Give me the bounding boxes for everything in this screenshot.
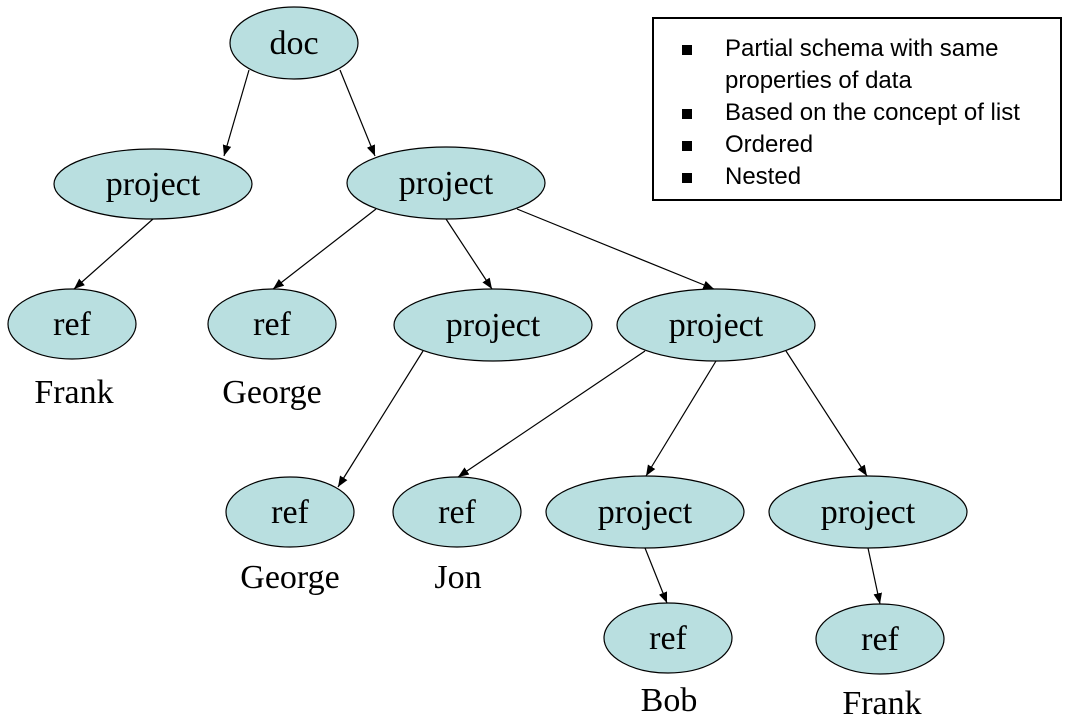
- edge-arrow: [73, 218, 154, 290]
- tree-node-project: project: [616, 288, 816, 362]
- tree-node-ref: ref: [207, 288, 337, 360]
- leaf-value-label: Frank: [34, 374, 113, 411]
- edge-arrow: [867, 547, 882, 605]
- node-ellipse: [603, 602, 733, 674]
- leaf-value-label: George: [240, 559, 339, 596]
- edge-arrow: [644, 547, 668, 604]
- edge-arrow: [457, 350, 646, 478]
- tree-node-project: project: [393, 288, 593, 362]
- legend-item-text: Ordered: [725, 131, 814, 158]
- square-bullet-icon: [682, 141, 692, 151]
- node-label: doc: [269, 25, 318, 62]
- node-label: project: [598, 494, 693, 531]
- square-bullet-icon: [682, 173, 692, 183]
- node-label: ref: [53, 306, 91, 343]
- node-label: project: [821, 494, 916, 531]
- legend-item-text: Partial schema with same properties of d…: [725, 35, 999, 94]
- legend-item-text: Nested: [725, 163, 802, 190]
- node-label: ref: [438, 494, 476, 531]
- nodes: doc project project ref ref project project ref…: [7, 6, 968, 675]
- tree-node-ref: ref: [815, 603, 945, 675]
- node-ellipse: [7, 288, 137, 360]
- node-label: ref: [271, 494, 309, 531]
- tree-node-ref: ref: [392, 476, 522, 548]
- node-ellipse: [207, 288, 337, 360]
- edge-arrow: [337, 350, 424, 488]
- node-label: project: [446, 307, 541, 344]
- leaf-value-label: George: [222, 374, 321, 411]
- node-label: project: [669, 307, 764, 344]
- legend-item: Ordered: [654, 129, 1060, 161]
- edge-arrow: [785, 350, 868, 477]
- square-bullet-icon: [682, 109, 692, 119]
- node-ellipse: [616, 288, 816, 362]
- node-label: project: [399, 165, 494, 202]
- tree-node-project: project: [545, 475, 745, 549]
- edge-arrow: [645, 360, 717, 477]
- node-ellipse: [545, 475, 745, 549]
- tree-node-ref: ref: [7, 288, 137, 360]
- node-label: ref: [649, 620, 687, 657]
- node-ellipse: [815, 603, 945, 675]
- tree-node-ref: ref: [603, 602, 733, 674]
- leaf-value-label: Bob: [641, 682, 698, 719]
- node-label: project: [106, 166, 201, 203]
- leaf-value-label: Frank: [842, 685, 921, 722]
- tree-node-project: project: [768, 475, 968, 549]
- tree-node-doc: doc: [229, 6, 359, 80]
- tree-node-project: project: [53, 148, 253, 220]
- node-ellipse: [393, 288, 593, 362]
- node-ellipse: [392, 476, 522, 548]
- edges: [73, 69, 882, 605]
- legend-box: Partial schema with same properties of d…: [652, 17, 1062, 201]
- edge-arrow: [445, 218, 493, 290]
- node-label: ref: [861, 621, 899, 658]
- legend-item: Partial schema with same properties of d…: [654, 33, 1060, 97]
- node-label: ref: [253, 306, 291, 343]
- node-ellipse: [229, 6, 359, 80]
- legend-item: Based on the concept of list: [654, 97, 1060, 129]
- edge-arrow: [272, 208, 377, 290]
- legend-list: Partial schema with same properties of d…: [654, 19, 1060, 193]
- tree-node-project: project: [346, 146, 546, 220]
- edge-arrow: [339, 69, 376, 157]
- square-bullet-icon: [682, 45, 692, 55]
- tree-node-ref: ref: [225, 476, 355, 548]
- node-ellipse: [225, 476, 355, 548]
- edge-arrow: [222, 69, 250, 157]
- legend-item: Nested: [654, 161, 1060, 193]
- node-ellipse: [768, 475, 968, 549]
- legend-item-text: Based on the concept of list: [725, 99, 1020, 126]
- edge-arrow: [516, 208, 715, 290]
- node-ellipse: [53, 148, 253, 220]
- node-ellipse: [346, 146, 546, 220]
- leaf-value-label: Jon: [434, 559, 481, 596]
